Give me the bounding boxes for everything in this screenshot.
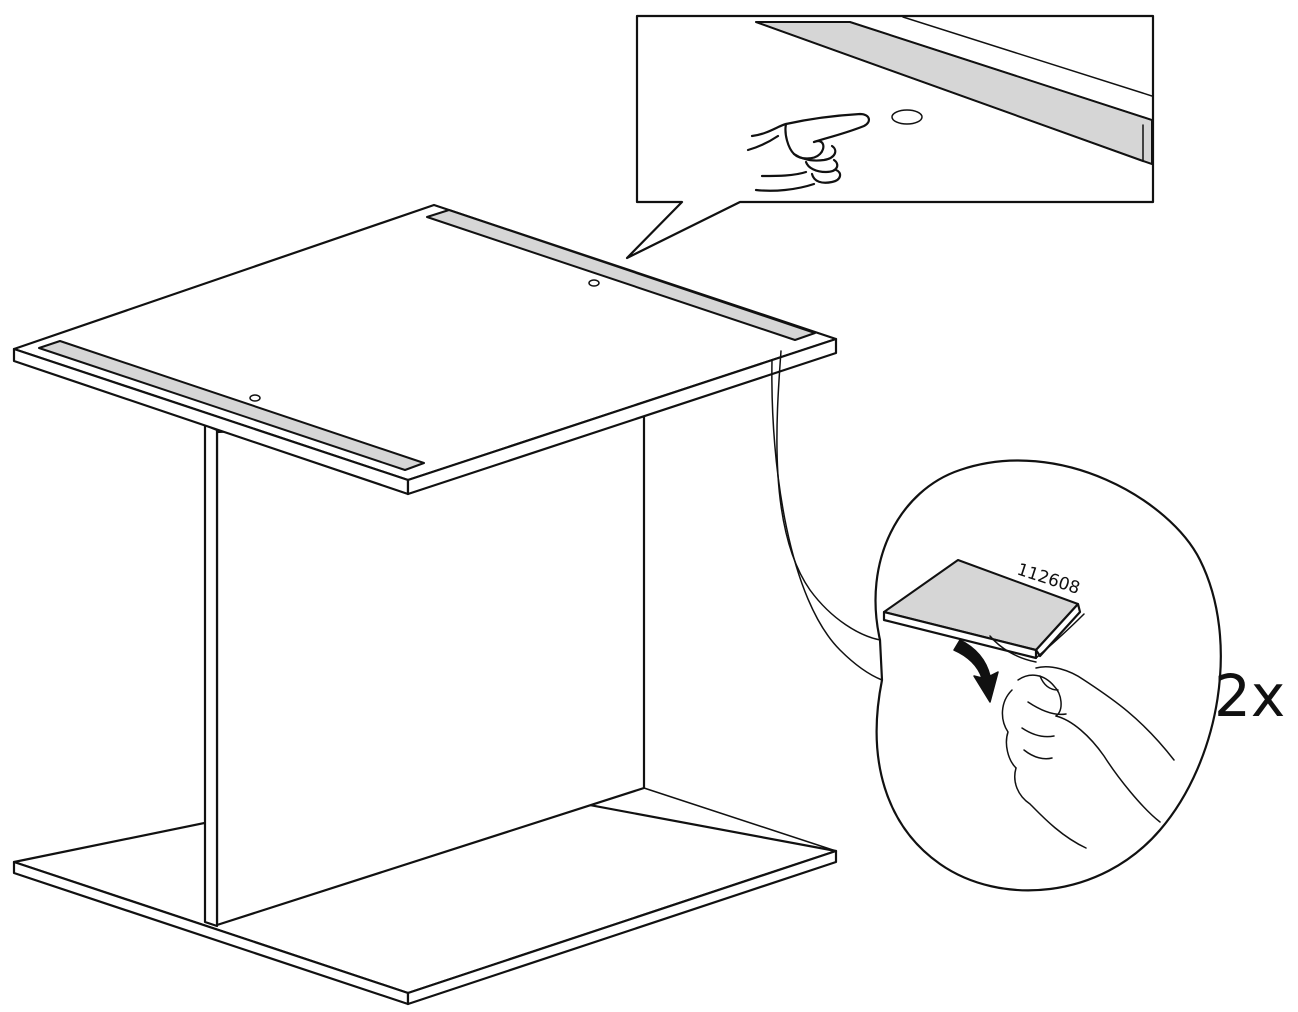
curved-arrow-icon bbox=[953, 639, 999, 703]
top-panel bbox=[12, 203, 838, 496]
detail-circle-outline bbox=[874, 459, 1222, 892]
adhesive-strip-back bbox=[426, 209, 816, 341]
hand-icon bbox=[1001, 666, 1175, 849]
hole-front bbox=[249, 394, 261, 402]
detail-callout-box bbox=[625, 14, 1155, 260]
hole-back bbox=[588, 279, 600, 287]
detail-circle: 112608 bbox=[874, 459, 1222, 892]
side-panel-edge bbox=[203, 423, 219, 928]
pointing-hand-icon bbox=[746, 112, 870, 192]
callout-hole bbox=[891, 109, 923, 125]
adhesive-strip-front bbox=[38, 340, 425, 471]
quantity-label: 2x bbox=[1214, 662, 1285, 730]
peeled-film bbox=[776, 350, 881, 641]
strip-piece bbox=[882, 559, 1085, 663]
cabinet-illustration bbox=[12, 203, 883, 1006]
